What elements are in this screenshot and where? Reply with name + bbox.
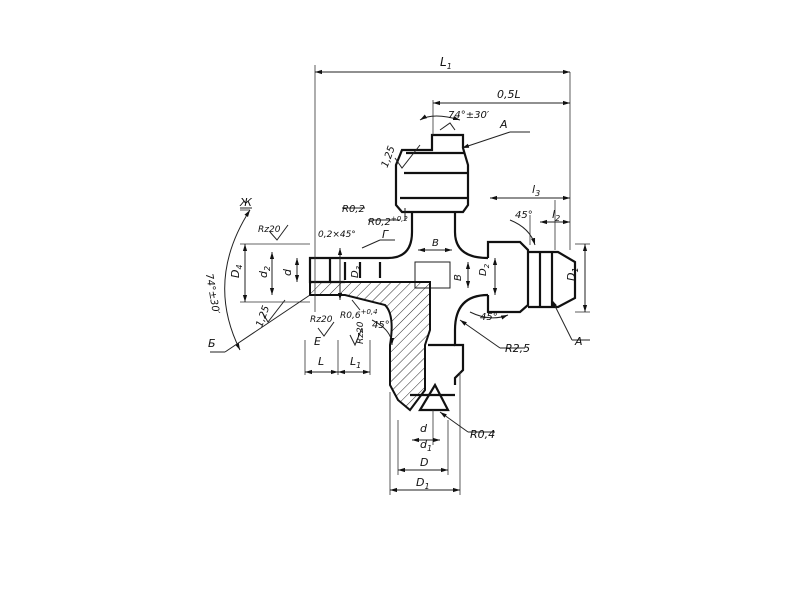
- dimension-labels: L1 0,5L 74°±30′ А 1,25 l3 l2 45° R0,2 R0…: [203, 55, 583, 491]
- label-R02-tol: R0,2+0,2: [368, 215, 408, 228]
- label-ref-E: Е: [314, 335, 321, 348]
- label-D1-bottom: D1: [416, 476, 430, 491]
- label-ref-A-right: А: [574, 335, 583, 348]
- label-rz-bottom-left: Rz20: [310, 315, 333, 325]
- label-D2-right: D2: [478, 263, 491, 276]
- label-D3: D3: [350, 266, 363, 278]
- label-D4: D4: [229, 264, 244, 278]
- label-d-bottom: d: [420, 422, 428, 435]
- label-half-L: 0,5L: [497, 88, 521, 101]
- label-L1: L1: [440, 55, 452, 71]
- label-d1-bottom: d1: [420, 438, 432, 453]
- label-ref-Zh: Ж: [239, 196, 253, 209]
- label-rz-top: Rz20: [258, 225, 281, 235]
- label-D1-right: D1: [565, 267, 580, 281]
- label-45-center: 45°: [372, 320, 390, 331]
- label-45-right-bottom: 45°: [480, 312, 498, 323]
- label-l3: l3: [532, 183, 540, 198]
- label-ref-G: Г: [382, 228, 389, 241]
- label-L1-left: L1: [350, 355, 361, 370]
- label-R25: R2,5: [505, 342, 530, 355]
- label-R02: R0,2: [342, 204, 365, 215]
- label-R04: R0,4: [470, 428, 495, 441]
- fitting-body: [308, 122, 577, 412]
- label-d2: d2: [257, 266, 272, 278]
- label-45-right-top: 45°: [515, 210, 533, 221]
- label-ref-B: Б: [208, 337, 216, 350]
- label-B-right: В: [453, 274, 464, 281]
- label-D-bottom: D: [420, 456, 428, 469]
- roughness-symbols: [261, 144, 421, 347]
- label-rz-vertical: Rz20: [356, 321, 366, 344]
- label-chamfer: 0,2×45°: [318, 230, 356, 240]
- label-angle-left: 74°±30′: [203, 273, 221, 316]
- label-ref-A-top: А: [499, 118, 508, 131]
- label-L-left: L: [318, 355, 324, 368]
- label-B-top: В: [432, 238, 439, 249]
- dimension-lines: [224, 69, 588, 493]
- leader-lines: [210, 131, 590, 433]
- label-angle-top: 74°±30′: [448, 110, 490, 121]
- extension-lines: [240, 65, 590, 495]
- label-l2: l2: [552, 208, 560, 223]
- label-rough-left: 1,25: [254, 304, 272, 329]
- label-d-left: d: [281, 268, 294, 276]
- label-R06: R0,6+0,4: [340, 308, 378, 321]
- hatched-section: [309, 281, 431, 412]
